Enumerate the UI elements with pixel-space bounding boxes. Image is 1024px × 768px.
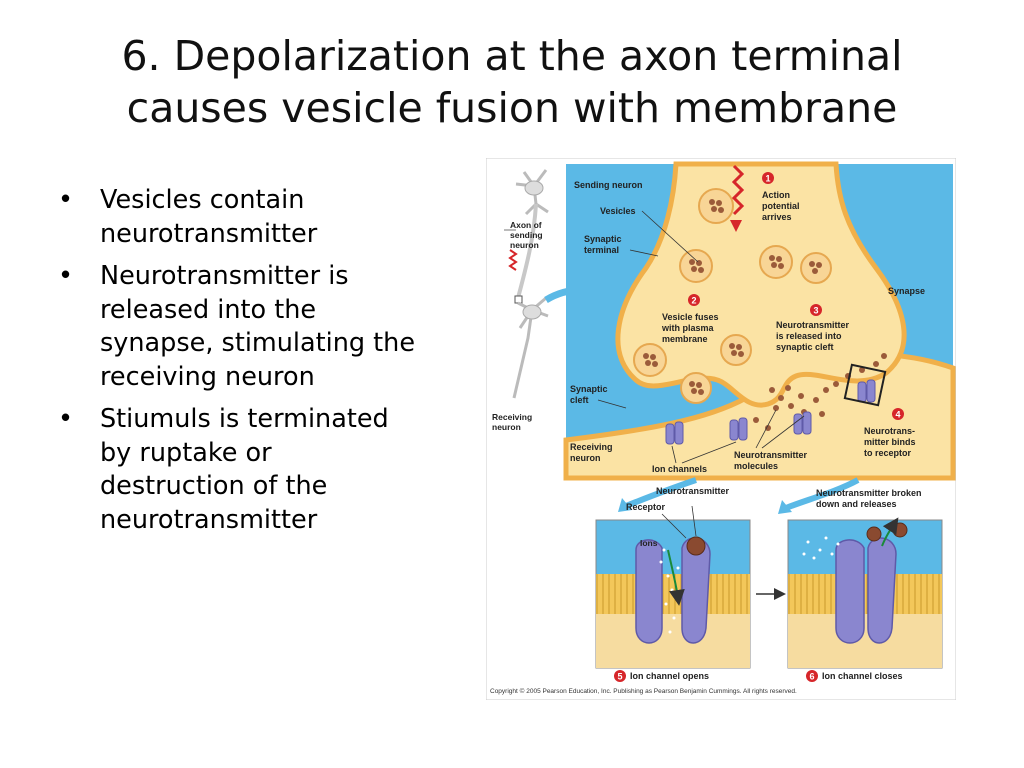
svg-text:4: 4 — [895, 410, 900, 420]
bullet-line: synapse, stimulating the — [100, 328, 416, 358]
bullet-line: neurotransmitter — [100, 504, 318, 535]
step-1-text: Action potential arrives — [762, 190, 802, 222]
step-4-text: Neurotrans- mitter binds to receptor — [864, 426, 918, 458]
label-neurotransmitter: Neurotransmitter — [656, 486, 730, 496]
vesicle — [720, 334, 752, 366]
vesicle — [679, 249, 713, 283]
label-vesicles: Vesicles — [600, 206, 636, 216]
label-nt-molecules: Neurotransmitter molecules — [734, 450, 810, 471]
bullet-dot: • — [58, 261, 74, 291]
copyright-text: Copyright © 2005 Pearson Education, Inc.… — [490, 687, 797, 695]
channel-half-right — [867, 537, 897, 644]
vesicle — [759, 245, 793, 279]
bullet-list: • Vesicles contain neurotransmitter • Ne… — [58, 184, 498, 546]
vesicle — [680, 372, 712, 404]
label-receiving-neuron: Receiving neuron — [570, 442, 615, 463]
label-synaptic-terminal: Synaptic terminal — [584, 234, 624, 255]
vesicle — [800, 252, 832, 284]
bullet-line: released into the — [100, 294, 317, 325]
step-5-badge: 5 — [617, 672, 622, 682]
step-3-text: Neurotransmitter is released into synapt… — [776, 320, 852, 352]
svg-text:3: 3 — [813, 306, 818, 316]
step-6-badge: 6 — [809, 672, 814, 682]
release-arrow — [881, 517, 899, 547]
label-synapse: Synapse — [888, 286, 925, 296]
panel-ion-channel-closes: 6 Ion channel closes — [787, 517, 943, 682]
channel-half-left — [835, 539, 865, 644]
bullet-line: destruction of the — [100, 471, 328, 501]
neuron-overview: Axon of sending neuron Receiving neuron — [492, 169, 616, 432]
vesicle — [698, 188, 734, 224]
step-4: 4 Neurotrans- mitter binds to receptor — [864, 408, 918, 458]
bullet-item: • Neurotransmitter is released into the … — [58, 260, 498, 394]
slide-title: 6. Depolarization at the axon terminal c… — [0, 30, 1024, 134]
synapse-figure: Axon of sending neuron Receiving neuron — [486, 158, 956, 700]
arrow-to-panel-6 — [784, 477, 860, 511]
step-3: 3 Neurotransmitter is released into syna… — [776, 304, 852, 352]
arrow-to-panel-5 — [624, 477, 697, 509]
slide-title-line-1: 6. Depolarization at the axon terminal — [121, 32, 903, 80]
bullet-dot: • — [58, 185, 74, 215]
synapse-panel: Sending neuron Vesicles Synaptic termina… — [563, 161, 956, 481]
vesicle — [633, 343, 667, 377]
slide-title-line-2: causes vesicle fusion with membrane — [126, 84, 898, 132]
bullet-line: by ruptake or — [100, 437, 272, 468]
step-1: 1 Action potential arrives — [762, 172, 802, 222]
bullet-line: Neurotransmitter is — [100, 261, 349, 291]
svg-text:1: 1 — [765, 174, 770, 184]
receiving-neuron-label: Receiving neuron — [492, 412, 535, 432]
label-ion-channels: Ion channels — [652, 464, 707, 474]
axon-sending-label: Axon of sending neuron — [510, 220, 545, 250]
bullet-line: Stiumuls is terminated — [100, 404, 389, 434]
bullet-dot: • — [58, 404, 74, 434]
vesicles — [633, 188, 832, 404]
action-potential-arrow — [731, 164, 745, 216]
bullet-item: • Vesicles contain neurotransmitter — [58, 184, 498, 251]
synaptic-terminal — [615, 161, 907, 408]
bullet-line: Vesicles contain — [100, 185, 305, 215]
channel-half-left — [635, 539, 663, 644]
nt-fragment-right — [892, 522, 908, 538]
ions-outside — [802, 536, 840, 560]
bullet-line: receiving neuron — [100, 361, 315, 392]
bullet-line: neurotransmitter — [100, 218, 318, 249]
svg-text:2: 2 — [691, 296, 696, 306]
label-ions: Ions — [640, 538, 658, 548]
step-2-text: Vesicle fuses with plasma membrane — [661, 312, 721, 344]
nt-fragment-left — [866, 526, 882, 542]
label-sending-neuron: Sending neuron — [574, 180, 643, 190]
label-receptor: Receptor — [626, 502, 666, 512]
label-synaptic-cleft: Synaptic cleft — [570, 384, 610, 405]
label-nt-broken: Neurotransmitter broken down and release… — [816, 488, 924, 509]
synapse-diagram: Axon of sending neuron Receiving neuron — [486, 158, 956, 700]
step-5-text: Ion channel opens — [630, 671, 709, 681]
neurotransmitter-bound — [686, 536, 706, 556]
ion-flow-arrow — [667, 549, 685, 606]
receptor-highlight-box — [843, 363, 887, 407]
bullet-item: • Stiumuls is terminated by ruptake or d… — [58, 403, 498, 537]
step-6-text: Ion channel closes — [822, 671, 903, 681]
step-2: 2 Vesicle fuses with plasma membrane — [661, 294, 721, 344]
panel-ion-channel-opens: Ions 5 Ion channel opens — [595, 505, 751, 682]
